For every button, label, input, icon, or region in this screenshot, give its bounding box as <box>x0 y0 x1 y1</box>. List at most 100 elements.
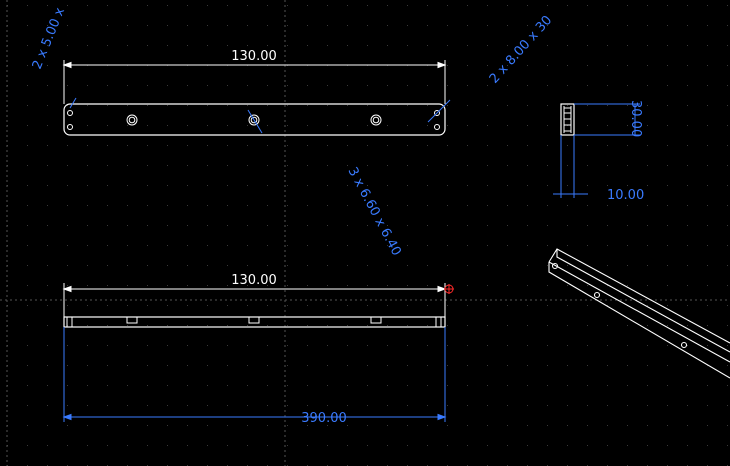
grid-dot <box>387 345 388 346</box>
grid-dot <box>427 45 428 46</box>
top-view[interactable]: 130.00 <box>62 49 451 136</box>
grid-dot <box>707 185 708 186</box>
side-view-profile[interactable] <box>560 103 575 136</box>
grid-dot <box>107 365 108 366</box>
grid-dot <box>427 165 428 166</box>
grid-dot <box>27 225 28 226</box>
grid-dot <box>647 265 648 266</box>
grid-dot <box>687 145 688 146</box>
grid-dot <box>727 225 728 226</box>
grid-dot <box>407 405 408 406</box>
grid-dot <box>187 365 188 366</box>
grid-dot <box>727 145 728 146</box>
leader-left <box>69 97 77 109</box>
grid-dot <box>467 165 468 166</box>
iso-outline-bottom <box>548 262 730 379</box>
side-view[interactable]: 30.00 10.00 <box>553 100 644 203</box>
grid-dot <box>127 225 128 226</box>
isometric-view[interactable] <box>548 248 730 379</box>
grid-dot <box>347 425 348 426</box>
hole-left-upper[interactable] <box>67 110 73 116</box>
dim-arrow-right <box>437 285 447 293</box>
hole-right-lower[interactable] <box>434 124 440 130</box>
grid-dot <box>627 85 628 86</box>
grid-dot <box>387 285 388 286</box>
grid-dot <box>327 245 328 246</box>
grid-dot <box>207 325 208 326</box>
grid-dot <box>87 25 88 26</box>
grid-dot <box>187 325 188 326</box>
grid-dot <box>27 445 28 446</box>
hole-left-lower[interactable] <box>67 124 73 130</box>
dimension-side-height[interactable] <box>574 103 640 136</box>
hole-center-2[interactable] <box>248 114 260 126</box>
grid-dot <box>187 205 188 206</box>
grid-dot <box>247 265 248 266</box>
grid-dot <box>647 145 648 146</box>
grid-dot <box>87 165 88 166</box>
grid-dot <box>487 185 488 186</box>
grid-dot <box>607 445 608 446</box>
dimension-front-width[interactable] <box>62 283 447 317</box>
grid-dot <box>267 285 268 286</box>
dimension-side-height-label: 30.00 <box>628 100 643 137</box>
grid-dot <box>327 125 328 126</box>
top-view-bar[interactable] <box>63 103 446 136</box>
grid-dot <box>687 45 688 46</box>
grid-dot <box>207 225 208 226</box>
grid-dot <box>527 385 528 386</box>
grid-dot <box>687 385 688 386</box>
iso-hole-3[interactable] <box>680 341 688 349</box>
iso-hole-1[interactable] <box>551 262 559 270</box>
grid-dot <box>487 165 488 166</box>
dimension-side-width[interactable] <box>553 135 588 198</box>
grid-dot <box>27 265 28 266</box>
grid-dot <box>327 345 328 346</box>
grid-dot <box>707 325 708 326</box>
grid-dot <box>267 325 268 326</box>
grid-dot <box>367 5 368 6</box>
grid-dot <box>87 45 88 46</box>
grid-dot <box>227 245 228 246</box>
grid-dot <box>47 185 48 186</box>
grid-dot <box>147 85 148 86</box>
grid-dot <box>147 165 148 166</box>
grid-dot <box>627 225 628 226</box>
grid-dot <box>207 285 208 286</box>
grid-dot <box>427 185 428 186</box>
grid-dot <box>467 285 468 286</box>
grid-dot <box>327 425 328 426</box>
dimension-top-width[interactable] <box>62 60 447 104</box>
top-view-leaders <box>69 97 451 134</box>
grid-dot <box>727 165 728 166</box>
grid-dot <box>727 305 728 306</box>
grid-dot <box>687 265 688 266</box>
grid-dot <box>207 145 208 146</box>
grid-dot <box>307 285 308 286</box>
iso-outline-inner <box>556 249 730 353</box>
front-view[interactable]: 130.00 390.00 <box>62 273 454 426</box>
grid-dot <box>247 285 248 286</box>
grid-dot <box>427 425 428 426</box>
iso-hole-2[interactable] <box>593 291 601 299</box>
grid-dot <box>307 365 308 366</box>
hole-right-upper[interactable] <box>434 110 440 116</box>
origin-marker-icon[interactable] <box>444 284 454 294</box>
grid-dot <box>607 85 608 86</box>
hole-center-3[interactable] <box>370 114 382 126</box>
grid-dot <box>27 65 28 66</box>
grid-dot <box>487 425 488 426</box>
grid-dot <box>247 145 248 146</box>
dimension-overall-width[interactable] <box>62 327 447 422</box>
hole-center-1[interactable] <box>126 114 138 126</box>
grid-dot <box>267 365 268 366</box>
hole-center-2-inner <box>250 116 258 124</box>
grid-dot <box>347 265 348 266</box>
grid-dot <box>667 85 668 86</box>
grid-dot <box>207 5 208 6</box>
grid-dot <box>47 25 48 26</box>
grid-dot <box>367 25 368 26</box>
grid-dot <box>547 165 548 166</box>
grid-dot <box>627 345 628 346</box>
